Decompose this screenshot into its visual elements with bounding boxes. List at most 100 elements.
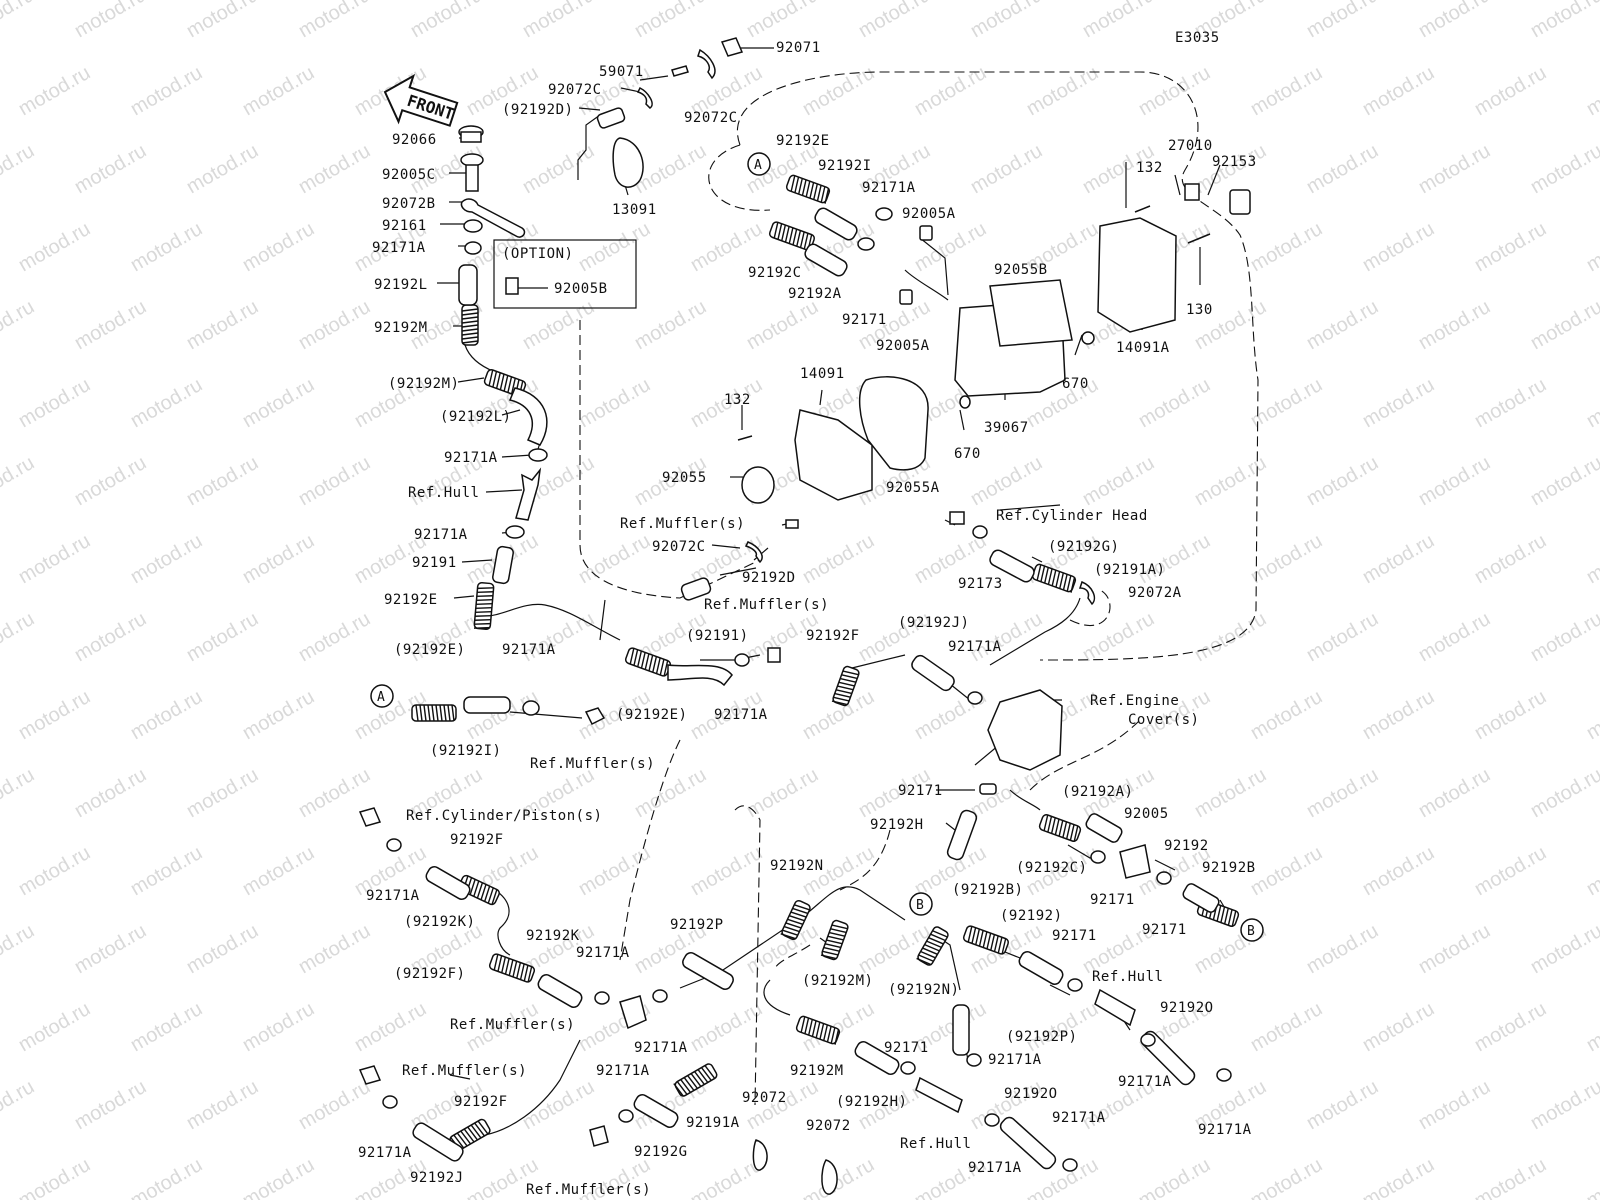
label-92072-a: 92072 bbox=[742, 1090, 787, 1106]
label-92192K: 92192K bbox=[526, 928, 580, 944]
watermark-text: motod.ru bbox=[1471, 998, 1550, 1057]
watermark-text: motod.ru bbox=[1471, 218, 1550, 277]
watermark-text: motod.ru bbox=[1527, 1076, 1600, 1135]
hose-92192P-lower bbox=[952, 1004, 970, 1056]
watermark-text: motod.ru bbox=[71, 452, 150, 511]
watermark-text: motod.ru bbox=[1583, 218, 1600, 277]
bolt-130 bbox=[1187, 233, 1211, 244]
watermark-text: motod.ru bbox=[183, 1076, 262, 1135]
watermark-text: motod.ru bbox=[855, 0, 934, 42]
label-92192H-paren: (92192H) bbox=[836, 1094, 907, 1110]
hose-92192D-top bbox=[596, 107, 626, 129]
watermark-text: motod.ru bbox=[183, 296, 262, 355]
watermark-text: motod.ru bbox=[127, 686, 206, 745]
label-92192B: 92192B bbox=[1202, 860, 1256, 876]
watermark-text: motod.ru bbox=[71, 920, 150, 979]
hose-92191 bbox=[492, 545, 514, 585]
hose-92192 bbox=[1182, 883, 1220, 913]
marker-a-left bbox=[370, 684, 394, 708]
damper-13091 bbox=[612, 137, 644, 188]
option-box bbox=[493, 239, 637, 309]
label-92171-b: 92171 bbox=[898, 783, 943, 799]
watermark-text: motod.ru bbox=[967, 0, 1046, 42]
nipple-92005A-a bbox=[919, 225, 933, 241]
clip-92072A bbox=[1078, 581, 1096, 606]
watermark-text: motod.ru bbox=[1135, 62, 1214, 121]
watermark-text: motod.ru bbox=[295, 452, 374, 511]
watermark-text: motod.ru bbox=[1359, 1154, 1438, 1200]
clamp-92171A-m bbox=[382, 1095, 398, 1109]
watermark-text: motod.ru bbox=[1471, 1154, 1550, 1200]
label-92171-c: 92171 bbox=[1090, 892, 1135, 908]
watermark-text: motod.ru bbox=[71, 0, 150, 42]
marker-b-right-text: B bbox=[1247, 924, 1255, 939]
label-13091: 13091 bbox=[612, 202, 657, 218]
hose-92192D bbox=[680, 577, 712, 601]
clip-92072C-top bbox=[697, 48, 716, 80]
label-92192H: 92192H bbox=[870, 817, 924, 833]
watermark-text: motod.ru bbox=[575, 218, 654, 277]
clip-92072-b bbox=[821, 1159, 838, 1195]
clamp-92171A-j bbox=[1140, 1033, 1156, 1047]
watermark-text: motod.ru bbox=[1527, 452, 1600, 511]
label-92171A-q: 92171A bbox=[968, 1160, 1022, 1176]
watermark-text: motod.ru bbox=[239, 218, 318, 277]
label-92171-a: 92171 bbox=[842, 312, 887, 328]
label-92071: 92071 bbox=[776, 40, 821, 56]
cover-engine bbox=[987, 689, 1063, 771]
label-92192A: 92192A bbox=[788, 286, 842, 302]
watermark-text: motod.ru bbox=[239, 374, 318, 433]
watermark-text: motod.ru bbox=[1583, 686, 1600, 745]
gasket-92055B bbox=[989, 279, 1073, 347]
spring-coil bbox=[473, 581, 495, 631]
fitting-cylinder bbox=[358, 807, 382, 827]
watermark-text: motod.ru bbox=[295, 608, 374, 667]
label-92171A-n: 92171A bbox=[358, 1145, 412, 1161]
spring-coil bbox=[916, 926, 949, 966]
label-92171A-i: 92171A bbox=[576, 945, 630, 961]
label-92005A-b: 92005A bbox=[876, 338, 930, 354]
tee-muffler bbox=[619, 995, 647, 1030]
watermark-text: motod.ru bbox=[239, 686, 318, 745]
watermark-text: motod.ru bbox=[1415, 920, 1494, 979]
hose-92192L bbox=[458, 264, 478, 306]
watermark-text: motod.ru bbox=[1527, 0, 1600, 42]
label-92192D: 92192D bbox=[742, 570, 796, 586]
label-92171A-m: 92171A bbox=[1198, 1122, 1252, 1138]
hose-92192H bbox=[946, 809, 978, 861]
label-92192I-paren: (92192I) bbox=[430, 743, 501, 759]
label-92171A-h: 92171A bbox=[366, 888, 420, 904]
clamp-92171A-d bbox=[875, 207, 893, 221]
label-92192O-a: 92192O bbox=[1160, 1000, 1214, 1016]
label-92171A-l: 92171A bbox=[1118, 1074, 1172, 1090]
spring-coil bbox=[488, 953, 536, 983]
watermark-text: motod.ru bbox=[631, 764, 710, 823]
watermark-text: motod.ru bbox=[967, 608, 1046, 667]
label-92192-paren: (92192) bbox=[1000, 908, 1063, 924]
clamp-92171A-f bbox=[967, 691, 983, 705]
marker-a-top-text: A bbox=[754, 158, 762, 173]
cover-14091 bbox=[794, 409, 873, 501]
label-92192C: 92192C bbox=[748, 265, 802, 281]
watermark-text: motod.ru bbox=[1415, 296, 1494, 355]
watermark-text: motod.ru bbox=[239, 530, 318, 589]
hose-bend-92192L bbox=[508, 387, 548, 446]
label-92192K-paren: (92192K) bbox=[404, 914, 475, 930]
watermark-text: motod.ru bbox=[295, 140, 374, 199]
watermark-text: motod.ru bbox=[1583, 530, 1600, 589]
gasket-92055A bbox=[858, 376, 929, 471]
watermark-text: motod.ru bbox=[15, 530, 94, 589]
watermark-text: motod.ru bbox=[1247, 842, 1326, 901]
spring-coil bbox=[1038, 814, 1082, 842]
label-92171A-o: 92171A bbox=[596, 1063, 650, 1079]
label-92191: 92191 bbox=[412, 555, 457, 571]
clip-92072-a bbox=[752, 1139, 768, 1171]
watermark-text: motod.ru bbox=[183, 0, 262, 42]
fitting-cyl-head bbox=[949, 511, 965, 525]
watermark-text: motod.ru bbox=[15, 686, 94, 745]
watermark-text: motod.ru bbox=[1303, 140, 1382, 199]
spring-coil bbox=[820, 919, 849, 961]
watermark-text: motod.ru bbox=[575, 374, 654, 433]
spring-coil bbox=[768, 221, 816, 251]
